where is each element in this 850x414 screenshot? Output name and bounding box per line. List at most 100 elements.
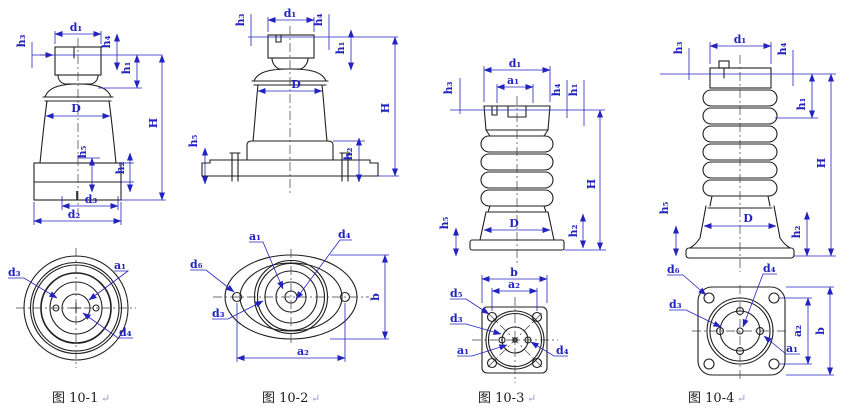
fig1-bottom-label-a1: a₁ — [114, 259, 126, 272]
fig1-side-view: h₃ d₁ h₄ h₁ D H h₅ h₂ d₃ d₂ — [15, 21, 166, 225]
fig4-bottom-label-d6: d₆ — [667, 263, 680, 276]
fig3-bottom-label-d3: d₃ — [450, 312, 463, 325]
fig4-caption: 图 10-4 — [688, 391, 734, 406]
fig4-corner-hole — [768, 292, 780, 304]
fig3-bottom-view: b a₂ d₅ d₃ a₁ d₄ — [450, 266, 569, 383]
fig2-leader-a1 — [249, 241, 284, 290]
fig4-side-view: h₃ d₁ h₄ h₁ H h₅ D h₂ — [658, 33, 836, 272]
fig4-leader-d4 — [742, 273, 777, 328]
fig1-label-h2: h₂ — [114, 161, 127, 174]
fig1-label-h5: h₅ — [76, 145, 89, 158]
fig4-body-right — [773, 205, 791, 249]
fig1-label-d3: d₃ — [85, 193, 98, 206]
fig4-return-mark: ↵ — [737, 392, 746, 405]
fig2-leader-d3 — [212, 300, 264, 320]
fig4-leader-d3 — [669, 309, 722, 328]
fig2-label-D: D — [291, 78, 301, 91]
fig1-label-h1: h₁ — [120, 61, 133, 74]
fig4-label-h2: h₂ — [790, 225, 803, 238]
fig3-bottom-label-d4: d₄ — [556, 344, 569, 357]
fig2-side-view: h₃ d₁ h₄ h₁ D H h₅ h₂ — [187, 7, 399, 196]
fig3-return-mark: ↵ — [527, 392, 536, 405]
fig4-label-D: D — [743, 212, 753, 225]
fig3-label-a1: a₁ — [507, 74, 519, 87]
fig3-label-h2: h₂ — [567, 224, 580, 237]
fig1-leader-d4 — [82, 312, 133, 339]
fig1-bottom-view: d₃ a₁ d₄ — [8, 248, 136, 368]
fig4-leader-d6 — [667, 274, 707, 296]
fig4-cap-slot — [718, 60, 730, 69]
fig1-return-mark: ↵ — [101, 392, 110, 405]
fig4-bottom-label-d4: d₄ — [763, 262, 776, 275]
fig1-body-left — [39, 100, 48, 164]
fig3-bottom-label-a1: a₁ — [457, 344, 469, 357]
figure-10-3: d₁ a₁ h₃ h₄ h₁ H h₅ D h₂ b a₂ d₅ — [438, 57, 606, 406]
fig3-label-H: H — [585, 179, 598, 189]
figure-10-4: h₃ d₁ h₄ h₁ H h₅ D h₂ d₆ d₄ d₃ a₁ — [658, 33, 836, 406]
fig3-label-D: D — [509, 217, 519, 230]
fig1-label-d2: d₂ — [68, 208, 81, 221]
fig2-bottom-label-b: b — [369, 293, 382, 301]
fig2-label-h5: h₅ — [187, 134, 200, 147]
fig2-bottom-label-d3: d₃ — [212, 307, 225, 320]
fig2-body-right — [321, 84, 328, 142]
fig1-leader-a1 — [88, 270, 130, 301]
fig2-label-h3: h₃ — [234, 13, 247, 26]
fig3-body-left — [479, 211, 487, 241]
fig3-label-h4: h₄ — [550, 83, 563, 96]
fig2-body-left — [252, 84, 259, 142]
fig4-bottom-view: d₆ d₄ d₃ a₁ a₂ b — [667, 262, 834, 379]
fig2-bottom-label-a1: a₁ — [249, 230, 261, 243]
fig1-label-H: H — [147, 118, 160, 128]
figure-10-2: h₃ d₁ h₄ h₁ D H h₅ h₂ d₆ a₁ d₄ d₃ b a₂ 图… — [187, 7, 399, 406]
fig1-label-d1: d₁ — [70, 21, 83, 34]
fig3-label-h5: h₅ — [438, 216, 451, 229]
fig4-label-H: H — [815, 158, 828, 168]
fig4-corner-hole — [703, 358, 715, 370]
fig4-label-d1: d₁ — [734, 33, 747, 46]
fig2-return-mark: ↵ — [311, 392, 320, 405]
fig3-label-h3: h₃ — [442, 81, 455, 94]
fig3-bottom-label-b: b — [510, 266, 518, 279]
fig1-bottom-label-d3: d₃ — [8, 266, 21, 279]
fig2-label-d1: d₁ — [284, 7, 297, 20]
fig2-leader-d6 — [190, 269, 235, 293]
fig4-bottom-label-a1: a₁ — [786, 342, 798, 355]
fig4-label-h5: h₅ — [658, 201, 671, 214]
fig2-bottom-label-a2: a₂ — [297, 345, 309, 358]
fig2-label-h4: h₄ — [312, 13, 325, 26]
fig1-caption: 图 10-1 — [52, 391, 98, 406]
fig3-bottom-label-d5: d₅ — [450, 287, 463, 300]
fig4-corner-hole — [768, 358, 780, 370]
fig3-label-h1: h₁ — [567, 83, 580, 96]
fig3-corner-hole — [531, 311, 543, 323]
fig1-leader-d3 — [8, 277, 58, 299]
fig4-bottom-label-a2: a₂ — [791, 325, 804, 337]
fig3-body-right — [547, 211, 555, 241]
fig3-label-d1: d₁ — [509, 57, 522, 70]
fig2-leader-d4 — [295, 239, 352, 300]
fig2-bottom-view: d₆ a₁ d₄ d₃ b a₂ — [190, 228, 389, 362]
fig1-bottom-label-d4: d₄ — [119, 326, 132, 339]
fig1-label-h3: h₃ — [15, 34, 28, 47]
fig3-leader-d5 — [450, 298, 490, 315]
fig4-body-left — [689, 205, 707, 249]
fig2-bottom-label-d6: d₆ — [190, 258, 203, 271]
fig2-label-h2: h₂ — [342, 147, 355, 160]
fig4-cap-outline — [709, 67, 772, 89]
figure-10-1: h₃ d₁ h₄ h₁ D H h₅ h₂ d₃ d₂ d₃ a₁ d₄ 图 1… — [8, 21, 166, 406]
fig4-corner-hole — [703, 292, 715, 304]
fig3-leader-a1 — [457, 344, 508, 357]
fig2-bottom-label-d4: d₄ — [338, 228, 351, 241]
fig3-caption: 图 10-3 — [478, 391, 524, 406]
fig1-label-D: D — [71, 102, 81, 115]
fig2-cap-outline — [267, 34, 315, 59]
fig2-label-H: H — [379, 103, 392, 113]
fig3-side-view: d₁ a₁ h₃ h₄ h₁ H h₅ D h₂ — [438, 57, 606, 264]
fig4-label-h1: h₁ — [795, 97, 808, 110]
fig4-leader-a1 — [763, 335, 800, 355]
fig1-label-h4: h₄ — [100, 35, 113, 48]
fig3-corner-hole — [531, 357, 543, 369]
